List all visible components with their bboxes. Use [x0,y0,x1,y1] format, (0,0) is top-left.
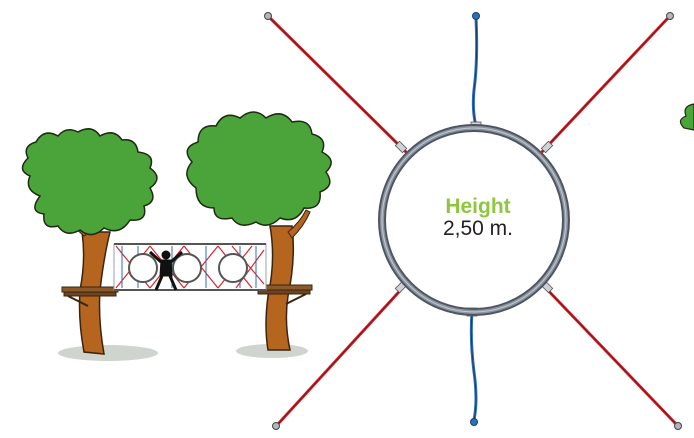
cable-top-right [538,12,674,156]
ground-shadow-left [58,345,158,361]
tree-bridge-illustration [21,111,332,361]
climber-icon [148,250,184,291]
anchor-icon [264,12,272,20]
platform-icon [255,284,313,305]
anchor-icon [666,12,674,20]
tree-crown-left [21,128,158,236]
cable-top [470,12,482,131]
anchor-icon [470,418,478,426]
cable-bottom-right [538,280,682,430]
net-rings [128,253,248,283]
ring-icon [378,124,570,316]
height-value: 2,50 m. [442,217,514,240]
height-title: Height [445,195,511,218]
partial-tree-crown [679,103,694,131]
anchor-icon [272,422,280,430]
height-label: Height 2,50 m. [392,196,564,240]
ring-cable-diagram [264,12,682,430]
tree-icon [186,111,332,351]
tree-icon [21,128,158,355]
tree-icon [679,103,694,131]
cable-bottom [466,307,478,426]
anchor-icon [472,12,480,20]
anchor-icon [674,422,682,430]
cable-top-left [264,12,410,156]
net-bridge [113,243,267,291]
tree-branch-right [287,209,311,239]
tree-crown-right [186,111,332,226]
